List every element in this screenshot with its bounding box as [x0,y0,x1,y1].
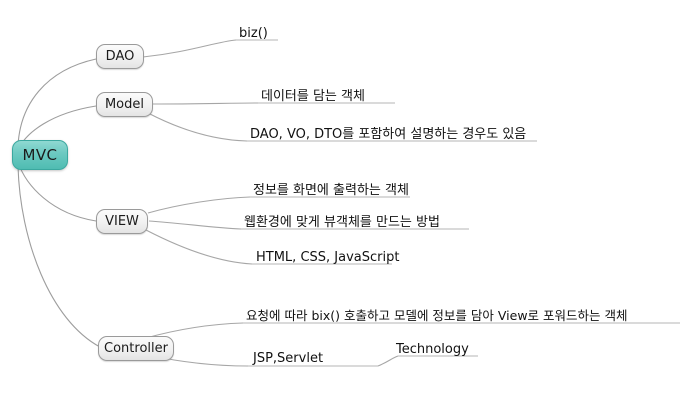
wire-model-data [151,102,259,105]
wire-jsp-technology [377,355,399,367]
wire-model-dao-vo [147,112,248,142]
leaf-dao-biz[interactable]: biz() [239,26,268,41]
wire-view-html [145,229,253,265]
wire-mvc-controller [17,165,101,348]
branch-node-view[interactable]: VIEW [96,209,148,234]
leaf-controller-jsp-servlet[interactable]: JSP,Servlet [253,351,324,366]
wire-dao-biz [142,39,237,58]
wire-mvc-view [17,161,97,222]
root-node-label: MVC [22,146,58,164]
branch-node-model[interactable]: Model [96,92,153,117]
wire-mvc-dao [17,58,97,147]
leaf-model-data-object[interactable]: 데이터를 담는 객체 [261,89,365,104]
branch-node-view-label: VIEW [105,214,139,229]
branch-node-dao-label: DAO [105,49,135,64]
leaf-controller-technology[interactable]: Technology [396,342,469,357]
branch-node-controller-label: Controller [104,341,168,356]
branch-node-controller[interactable]: Controller [98,336,174,361]
leaf-view-html-css-js[interactable]: HTML, CSS, JavaScript [256,250,400,265]
leaf-view-output-object[interactable]: 정보를 화면에 출력하는 객체 [253,183,409,198]
branch-node-dao[interactable]: DAO [96,44,144,69]
leaf-view-web-method[interactable]: 웹환경에 맞게 뷰객체를 만드는 방법 [244,215,440,230]
root-node-mvc[interactable]: MVC [12,140,68,170]
leaf-model-dao-vo-dto[interactable]: DAO, VO, DTO를 포함하여 설명하는 경우도 있음 [250,127,527,142]
branch-node-model-label: Model [104,97,145,112]
wire-view-web [148,220,242,230]
leaf-controller-request-forward[interactable]: 요청에 따라 bix() 호출하고 모델에 정보를 담아 View로 포워드하는… [246,308,628,323]
wire-view-info [147,196,251,214]
